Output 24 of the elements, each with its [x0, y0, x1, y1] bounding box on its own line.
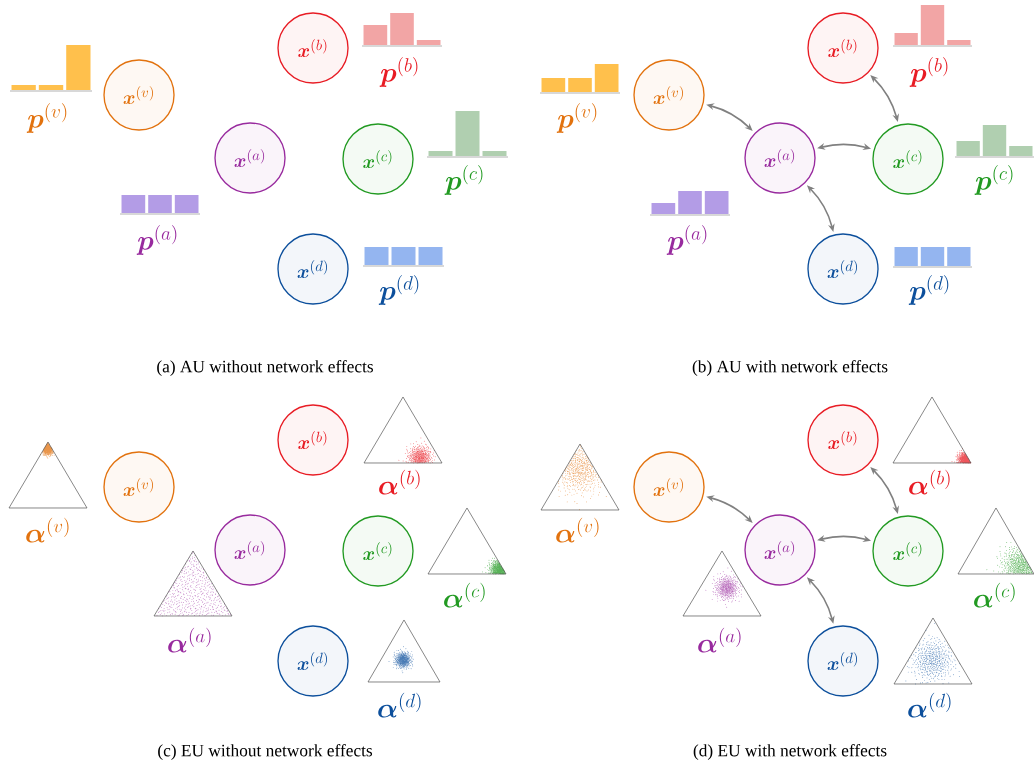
formula-label: $\boldsymbol{p}^{(a)}$	[136, 225, 177, 255]
subfigure-caption: (b) AU with network effects	[692, 360, 888, 376]
formula-label: $\boldsymbol{p}^{(b)}$	[909, 57, 948, 87]
formula-label: $\boldsymbol{\alpha}^{(b)}$	[379, 469, 420, 495]
formula-label: $\boldsymbol{\alpha}^{(v)}$	[556, 517, 599, 543]
formula-label: $\boldsymbol{p}^{(v)}$	[26, 103, 67, 133]
formula-label: $\boldsymbol{\alpha}^{(a)}$	[168, 627, 211, 653]
formula-label: $\boldsymbol{\alpha}^{(d)}$	[908, 692, 951, 718]
formula-label: $\boldsymbol{\alpha}^{(c)}$	[444, 582, 485, 608]
formula-label: $\boldsymbol{p}^{(v)}$	[556, 103, 597, 133]
formula-label: $\boldsymbol{p}^{(d)}$	[378, 275, 419, 305]
subfigure-caption: (a) AU without network effects	[157, 360, 373, 376]
formula-label: $\boldsymbol{p}^{(c)}$	[974, 165, 1013, 195]
formula-label: $\boldsymbol{p}^{(c)}$	[444, 165, 483, 195]
formula-label: $\boldsymbol{\alpha}^{(a)}$	[698, 627, 741, 653]
formula-label: $\boldsymbol{\alpha}^{(c)}$	[974, 582, 1015, 608]
formula-label: $\boldsymbol{\alpha}^{(b)}$	[909, 469, 950, 495]
formula-label: $\boldsymbol{p}^{(b)}$	[379, 57, 418, 87]
formula-label: $\boldsymbol{p}^{(a)}$	[666, 225, 707, 255]
formula-label: $\boldsymbol{\alpha}^{(v)}$	[26, 517, 69, 543]
subfigure-caption: (d) EU with network effects	[693, 744, 887, 760]
formula-label: $\boldsymbol{\alpha}^{(d)}$	[378, 692, 421, 718]
subfigure-caption: (c) EU without network effects	[158, 744, 373, 760]
formula-label: $\boldsymbol{p}^{(d)}$	[908, 275, 949, 305]
